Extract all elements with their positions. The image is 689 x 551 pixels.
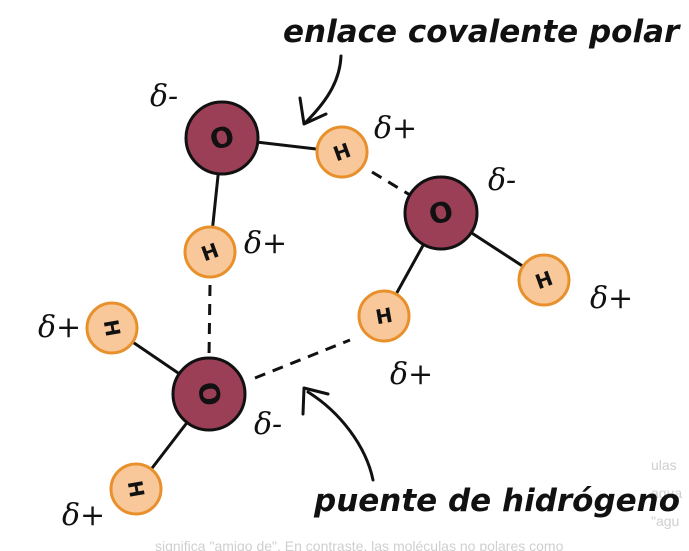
hydrogen-bond-arrow [301, 386, 375, 482]
oxygen-atom-label: O [191, 379, 228, 408]
hydrogen-atom-label: H [532, 266, 556, 294]
hydrogen-atom-label: H [123, 479, 150, 500]
partial-charge-positive-h3: δ+ [590, 281, 633, 316]
hydrogen-bond-h1-o2 [371, 170, 411, 197]
partial-charge-negative-o1: δ- [150, 79, 178, 114]
partial-charge-positive-h4: δ+ [390, 357, 433, 392]
partial-charge-negative-o2: δ- [488, 163, 516, 198]
hydrogen-atom-2: H [183, 225, 237, 279]
hydrogen-atom-3: H [517, 253, 571, 307]
covalent-bond-label: enlace covalente polar [283, 14, 681, 50]
hydrogen-atom-label: H [198, 238, 222, 266]
partial-charge-positive-h5: δ+ [38, 310, 81, 345]
covalent-bond-arrow [298, 54, 343, 126]
partial-charge-positive-h2: δ+ [244, 226, 287, 261]
partial-charge-positive-h1: δ+ [374, 111, 417, 146]
partial-charge-negative-o3: δ- [254, 407, 282, 442]
hydrogen-atom-6: H [109, 462, 163, 516]
background-text-line2: agua [651, 485, 682, 501]
hydrogen-atom-1: H [315, 125, 369, 179]
background-text-line4: significa "amigo de". En contraste, las … [155, 538, 564, 551]
hydrogen-bond-h4-o3 [254, 338, 351, 380]
oxygen-atom-3: O [171, 356, 247, 432]
hydrogen-atom-5: H [85, 301, 139, 355]
background-text-line1: ulas [651, 457, 677, 473]
background-text-line3: "agu [651, 513, 679, 529]
hydrogen-atom-label: H [374, 303, 395, 330]
oxygen-atom-1: O [184, 100, 260, 176]
hydrogen-atom-label: H [330, 138, 354, 166]
partial-charge-positive-h6: δ+ [62, 498, 105, 533]
hydrogen-atom-label: H [99, 318, 126, 339]
hydrogen-atom-4: H [357, 289, 411, 343]
oxygen-atom-2: O [403, 175, 479, 251]
hydrogen-bond-h2-o3 [207, 284, 212, 359]
hydrogen-bond-label: puente de hidrógeno [313, 483, 680, 519]
